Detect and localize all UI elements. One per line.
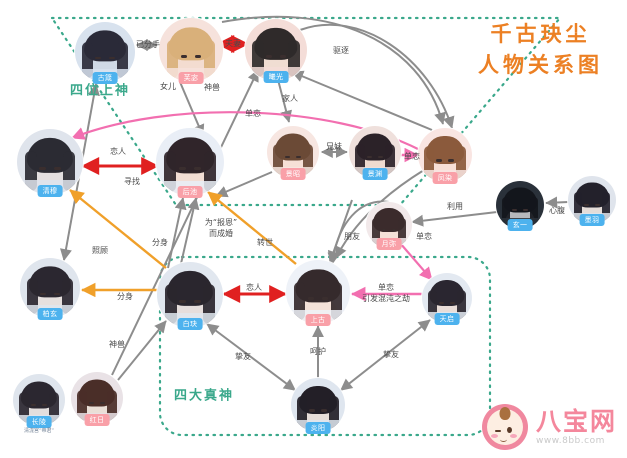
edge-label-line1: 单恋 [378, 283, 394, 292]
edge-label: 驱逐 [333, 46, 349, 55]
edge-label: 神兽 [109, 340, 125, 349]
edge-label: 照顾 [92, 246, 108, 255]
edge-yanyang-tianqi [340, 319, 431, 391]
edge-label: 呵护 [310, 347, 326, 356]
character-name-baixuan: 柏玄 [37, 308, 63, 320]
character-name-yanyang: 炎阳 [305, 422, 331, 434]
character-name-xiguang: 曦光 [263, 71, 289, 83]
character-name-changling: 长陵 [26, 416, 52, 428]
edge-xiguang-fengran [299, 23, 455, 129]
edge-label: 恋人 [110, 147, 126, 156]
edge-label: 心腹 [549, 206, 565, 215]
edge-shanggu-houchi [207, 191, 297, 265]
edge-label: 单恋 [416, 232, 432, 241]
edge-label-line1: 为“报恩” [204, 218, 238, 227]
chart-title-line2: 人物关系图 [478, 52, 603, 77]
edge-yuexi-tianqi [399, 242, 433, 281]
character-name-yuexi: 月弥 [376, 238, 402, 250]
edge-label: 女儿 [160, 82, 176, 91]
edge-label-multiline: 单恋引发混沌之劫 [362, 282, 410, 304]
portrait-xiguang [245, 19, 307, 81]
edge-hongri-xiguang [111, 69, 259, 376]
edge-shanggu-up [327, 199, 353, 264]
edge-label: 已分手 [136, 40, 160, 49]
edge-label: 利用 [447, 202, 463, 211]
chart-title-line1: 千古玦尘 [490, 21, 591, 46]
character-name-furou: 芙宓 [178, 72, 204, 84]
edge-label: 朋友 [344, 232, 360, 241]
character-name-jingzhao: 景昭 [280, 168, 306, 180]
edge-moyu-xuanyi [545, 196, 569, 209]
character-name-shanggu: 上古 [305, 314, 331, 326]
group-caption-zhenshen: 四大真神 [173, 388, 235, 404]
character-name-jingyuan: 景渊 [362, 168, 388, 180]
edge-label: 家人 [282, 94, 298, 103]
site-brand-name: 八宝网 [535, 406, 617, 436]
edge-xuanyi-yuexi [411, 211, 498, 227]
edge-fengran-xiguang [291, 70, 433, 131]
edge-baijue-houchi-2 [179, 197, 200, 269]
character-name-hongri: 红日 [84, 414, 110, 426]
edge-label: 夫妻 [225, 39, 241, 48]
site-url: www.8bb.com [535, 435, 605, 446]
character-name-moyu: 墨羽 [579, 214, 605, 226]
edge-label: 挚友 [383, 350, 399, 359]
edge-label: 挚友 [235, 352, 251, 361]
edge-jingzhao-houchi [215, 171, 273, 198]
edge-label-line2: 而成婚 [208, 229, 233, 238]
edge-yanyang-baijue [206, 323, 296, 391]
group-outline-zhenshen [158, 255, 492, 437]
portrait-furou [159, 18, 223, 82]
portrait-shanggu [286, 260, 350, 324]
edge-furou-houchi [179, 81, 205, 137]
portrait-qingmu [17, 129, 83, 195]
character-name-qingmu: 清穆 [37, 185, 63, 197]
character-name-houchi: 后池 [177, 186, 203, 198]
edge-label: 单恋 [404, 152, 420, 161]
portrait-fengran [418, 128, 472, 182]
edge-label: 恋人 [246, 283, 262, 292]
edge-label: 寻找 [124, 177, 140, 186]
group-caption-shangshen: 四位上神 [69, 83, 131, 99]
character-name-xuanyi: 玄一 [507, 219, 533, 231]
character-name-fengran: 凤染 [432, 172, 458, 184]
edge-hongri-baijue [117, 320, 167, 381]
edge-label: 神兽 [204, 83, 220, 92]
edge-label: 分身 [117, 292, 133, 301]
edge-label: 单恋 [245, 109, 261, 118]
edge-label: 兄妹 [326, 142, 342, 151]
chart-title: 千古玦尘 人物关系图 [478, 18, 603, 80]
edge-label: 分身 [152, 238, 168, 247]
edge-arc-top-right [221, 15, 446, 125]
character-name-gujin: 古箴 [92, 72, 118, 84]
character-name-tianqi: 天启 [434, 313, 460, 325]
edge-label-multiline: 为“报恩” 而成婚 [205, 217, 237, 239]
site-watermark: 八宝网 www.8bb.com [481, 404, 617, 450]
edge-label-line2: 引发混沌之劫 [362, 294, 410, 303]
character-name-baijue: 白玦 [177, 318, 203, 330]
character-subtitle-changling: 清泷宫“帝君” [23, 428, 55, 434]
edge-baijue-qingmu [69, 189, 167, 269]
mascot-icon [481, 404, 528, 450]
edge-label: 转世 [257, 238, 273, 247]
portrait-gujin [75, 22, 135, 82]
edge-baijue-houchi [167, 197, 187, 269]
